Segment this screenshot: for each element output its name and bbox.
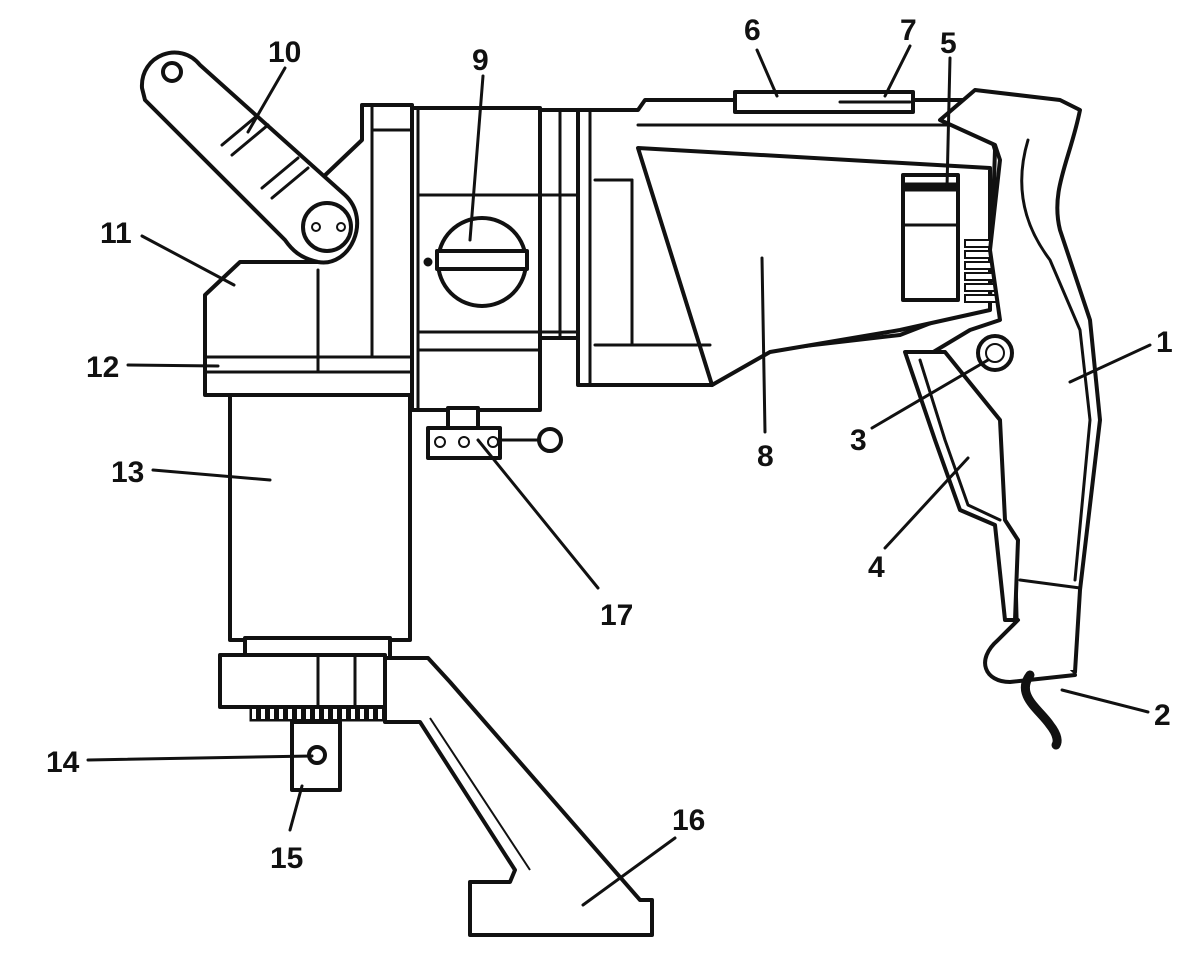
reaction-arm: [383, 656, 654, 937]
ratchet-tooth: [270, 709, 274, 719]
adjust-knob: [426, 406, 563, 460]
brush-cap: [901, 173, 960, 302]
leader-lines: [86, 44, 1152, 907]
callout-11: 11: [100, 217, 132, 250]
callout-3: 3: [850, 424, 867, 457]
lock-button: [976, 334, 1014, 372]
ratchet-tooth: [324, 709, 328, 719]
ratchet-tooth: [279, 709, 283, 719]
lever-handle: [139, 50, 360, 265]
callout-1: 1: [1156, 326, 1173, 359]
ratchet-tooth: [369, 709, 373, 719]
callout-9: 9: [472, 44, 489, 77]
ratchet-tooth: [351, 709, 355, 719]
callout-17: 17: [600, 599, 633, 632]
callout-8: 8: [757, 440, 774, 473]
callout-7: 7: [900, 14, 917, 47]
gear-housing: [410, 106, 580, 412]
callout-15: 15: [270, 842, 303, 875]
callout-16: 16: [672, 804, 705, 837]
ratchet-tooth: [360, 709, 364, 719]
power-cord: [1020, 670, 1062, 750]
ratchet-tooth: [378, 709, 382, 719]
ratchet-tooth: [342, 709, 346, 719]
ratchet-tooth: [261, 709, 265, 719]
ratchet-tooth: [252, 709, 256, 719]
gearbox-cylinder: [228, 393, 412, 660]
head-block: [203, 103, 414, 397]
callout-12: 12: [86, 351, 119, 384]
ratchet-tooth: [333, 709, 337, 719]
callout-5: 5: [940, 27, 957, 60]
ratchet-tooth: [297, 709, 301, 719]
ratchet-tooth: [315, 709, 319, 719]
ratchet-ring: [218, 653, 387, 722]
callout-13: 13: [111, 456, 144, 489]
callout-10: 10: [268, 36, 301, 69]
callout-labels: 1 2 3 4 5 6 7 8 9 10 11 12 13 14 15 16 1…: [46, 14, 1173, 875]
ratchet-tooth: [288, 709, 292, 719]
callout-6: 6: [744, 14, 761, 47]
callout-14: 14: [46, 746, 80, 779]
ratchet-tooth: [306, 709, 310, 719]
callout-2: 2: [1154, 699, 1171, 732]
callout-4: 4: [868, 551, 885, 584]
